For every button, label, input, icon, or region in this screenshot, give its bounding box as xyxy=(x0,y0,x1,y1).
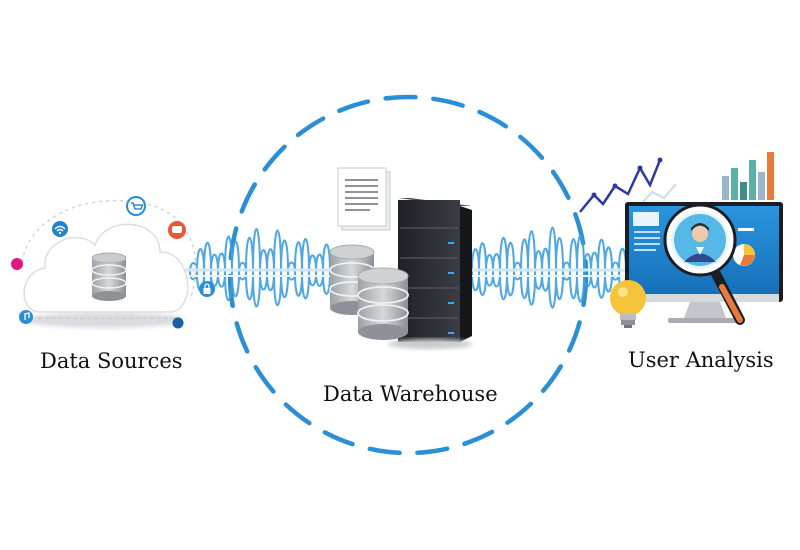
wave-loop xyxy=(548,226,558,309)
pie-chart-icon xyxy=(733,244,755,266)
document-icon xyxy=(337,167,391,231)
wave-loop xyxy=(273,229,283,307)
data-warehouse xyxy=(329,167,472,349)
server-icon xyxy=(388,198,472,349)
wave-loop xyxy=(576,234,586,303)
orbit-dot xyxy=(11,258,23,270)
database-icon xyxy=(91,252,127,301)
line-chart-icon xyxy=(579,157,677,213)
label-user-analysis: User Analysis xyxy=(628,348,774,372)
magnifier-icon xyxy=(663,203,745,325)
cart-icon xyxy=(126,196,146,216)
database-icon xyxy=(357,267,409,340)
bulb-icon xyxy=(610,280,646,328)
data-sources-cloud xyxy=(11,196,215,329)
label-data-sources: Data Sources xyxy=(40,349,183,373)
music-icon xyxy=(19,310,33,324)
signal-wave xyxy=(189,226,628,309)
wave-loop xyxy=(527,230,537,306)
user-avatar-icon xyxy=(674,214,726,266)
wifi-icon xyxy=(52,221,68,237)
orbit-path xyxy=(21,199,197,301)
label-data-warehouse: Data Warehouse xyxy=(323,382,498,406)
lock-icon xyxy=(199,281,215,297)
chat-icon xyxy=(168,221,186,239)
user-analysis xyxy=(579,152,783,328)
bar-chart-icon xyxy=(722,152,774,200)
wave-loop xyxy=(252,227,262,308)
orbit-dot xyxy=(172,317,184,329)
